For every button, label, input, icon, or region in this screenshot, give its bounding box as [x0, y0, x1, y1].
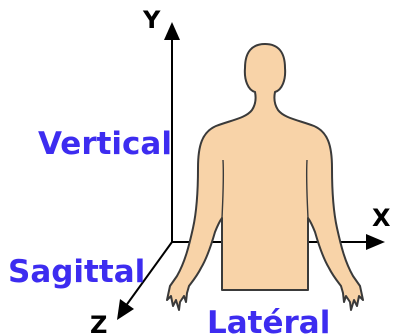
lateral-label: Latéral: [207, 305, 330, 336]
z-axis-label: Z: [90, 311, 107, 336]
z-axis: [117, 241, 173, 320]
sagittal-label: Sagittal: [8, 254, 145, 290]
x-axis-label: X: [372, 204, 391, 232]
y-axis: [164, 22, 180, 242]
human-body-silhouette: [166, 43, 364, 311]
y-axis-label: Y: [142, 6, 161, 34]
vertical-label: Vertical: [38, 126, 172, 162]
